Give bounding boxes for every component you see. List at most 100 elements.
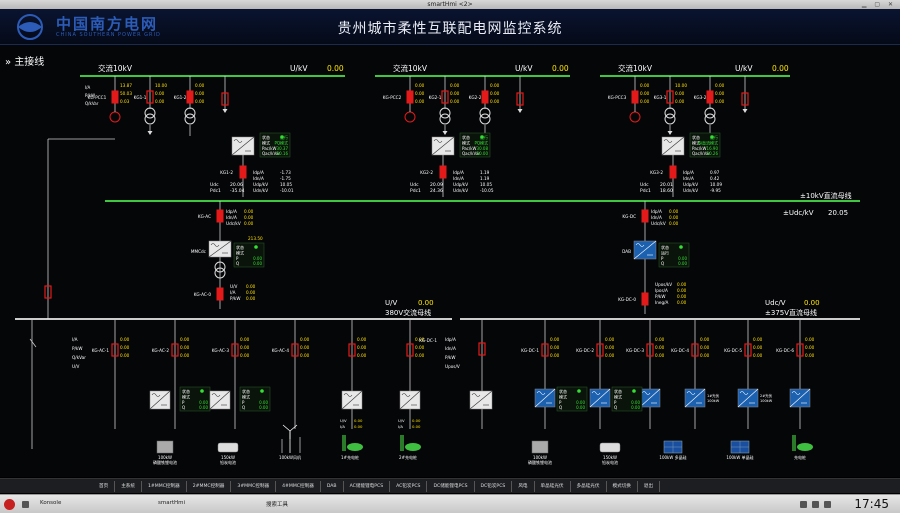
kg-ac0-breaker[interactable] [216,287,224,301]
measure-label: Upos/kV [655,282,672,287]
feeder-value: 0.00 [715,91,725,96]
status-label: 模式 [236,249,244,255]
dc-measure-value: 10.09 [710,182,722,187]
menu-item-12[interactable]: 单晶硅光伏 [535,480,571,492]
pcc-breaker[interactable] [631,90,639,104]
menu-item-15[interactable]: 退出 [638,480,661,492]
taskbar-app-konsole[interactable]: Konsole [40,500,62,506]
menu-item-0[interactable]: 首页 [93,480,116,492]
breaker-icon[interactable] [291,343,299,357]
pcc-breaker[interactable] [111,90,119,104]
measure-value: 0.00 [700,337,710,342]
measure-value: 0.00 [605,353,615,358]
breaker-icon[interactable] [171,343,179,357]
ac-wave-icon [663,139,673,143]
breaker-icon[interactable] [691,343,699,357]
measure-value: 0.00 [753,353,763,358]
breaker-icon[interactable] [741,92,749,106]
tie-breaker[interactable] [44,285,52,299]
measure-value: 0.00 [412,418,421,423]
vsc-dc-breaker[interactable] [439,165,447,179]
breaker-icon[interactable] [796,343,804,357]
generator-icon[interactable] [629,111,641,123]
menu-item-2[interactable]: 1#MMC控制器 [142,480,187,492]
breaker-closed-icon[interactable] [186,90,194,104]
menu-item-7[interactable]: AC储能锂电PCS [344,480,391,492]
breaker-icon[interactable] [441,90,449,104]
menu-item-11[interactable]: 风电 [512,480,535,492]
ac-wave-icon [233,139,243,143]
menu-item-10[interactable]: DC铅炭PCS [475,480,513,492]
breaker-closed-icon[interactable] [706,90,714,104]
switch-name: KG1-1 [134,95,147,100]
menu-item-13[interactable]: 多晶硅光伏 [571,480,607,492]
status-value: 0.00 [576,405,585,410]
measure-value: 0.00 [244,215,254,220]
measure-value: 0.00 [415,345,425,350]
status-label: P [614,400,617,405]
breaker-icon[interactable] [348,343,356,357]
menu-item-5[interactable]: 4#MMC控制器 [276,480,321,492]
transformer-icon [144,113,156,125]
vsc-status-panel [459,132,491,158]
dc375v-bus-name: ±375V直流母线 [765,308,817,317]
dc-bus-voltage-label: ±Udc/kV [783,209,814,217]
vsc-switch-name: KG3-2 [650,170,663,175]
taskbar-app-search[interactable]: 搜索工具 [266,502,289,508]
measure-value: 0.00 [805,337,815,342]
converter-top-value: 213.50 [248,236,263,241]
window-controls[interactable]: ▁ ▢ ✕ [861,1,896,8]
converter-name: DAB [622,249,631,254]
vsc-dc-breaker[interactable] [239,165,247,179]
vsc-dc-breaker[interactable] [669,165,677,179]
volume-icon[interactable] [812,501,819,508]
ac-wave-icon [433,139,443,143]
menu-item-9[interactable]: DC储能锂电PCS [427,480,475,492]
menu-item-4[interactable]: 3#MMC控制器 [231,480,277,492]
status-label: 模式 [462,139,470,145]
breaker-icon[interactable] [666,90,674,104]
menu-item-3[interactable]: 2#MMC控制器 [187,480,232,492]
generator-icon[interactable] [109,111,121,123]
switch-name: KG2-2 [469,95,482,100]
transformer-icon [184,113,196,125]
udc-value: 20.09 [430,182,443,188]
breaker-icon[interactable] [406,343,414,357]
status-led-icon [632,389,636,393]
menu-item-6[interactable]: DAB [321,480,344,492]
breaker-icon[interactable] [516,92,524,106]
network-icon[interactable] [800,501,807,508]
notification-icon[interactable] [824,501,831,508]
breaker-icon[interactable] [596,343,604,357]
bus-voltage-value: 0.00 [552,64,569,73]
ac380v-bus-name: 380V交流母线 [385,308,431,317]
breaker-icon[interactable] [744,343,752,357]
breaker-icon[interactable] [646,343,654,357]
menu-item-1[interactable]: 主系统 [115,480,142,492]
start-menu-icon[interactable] [4,499,15,510]
kg-dc-breaker[interactable] [641,209,649,223]
menu-item-8[interactable]: AC铅炭PCS [390,480,428,492]
switch-name: KG-DC-1 [521,348,539,353]
desktop-icon[interactable] [22,501,29,508]
section-title: » 主接线 [5,53,44,68]
kg-ac-breaker[interactable] [216,209,224,223]
dc-measure-label: Idp/A [683,170,694,175]
status-label: Pac/kW [462,146,477,151]
feeder-value: 10.00 [155,83,167,88]
breaker-icon[interactable] [478,342,486,356]
measure-value: 0.00 [300,337,310,342]
dc-measure-value: -1.73 [280,170,291,175]
generator-icon[interactable] [404,111,416,123]
taskbar-app-smarthmi[interactable]: smartHmi [158,500,186,506]
breaker-closed-icon[interactable] [481,90,489,104]
kg-dc0-breaker[interactable] [641,292,649,306]
menu-item-14[interactable]: 模式切换 [607,480,638,492]
breaker-icon[interactable] [146,90,154,104]
status-label: 模式 [559,393,567,399]
pcc-breaker[interactable] [406,90,414,104]
breaker-icon[interactable] [541,343,549,357]
breaker-icon[interactable] [221,92,229,106]
breaker-icon[interactable] [231,343,239,357]
breaker-icon[interactable] [111,343,119,357]
